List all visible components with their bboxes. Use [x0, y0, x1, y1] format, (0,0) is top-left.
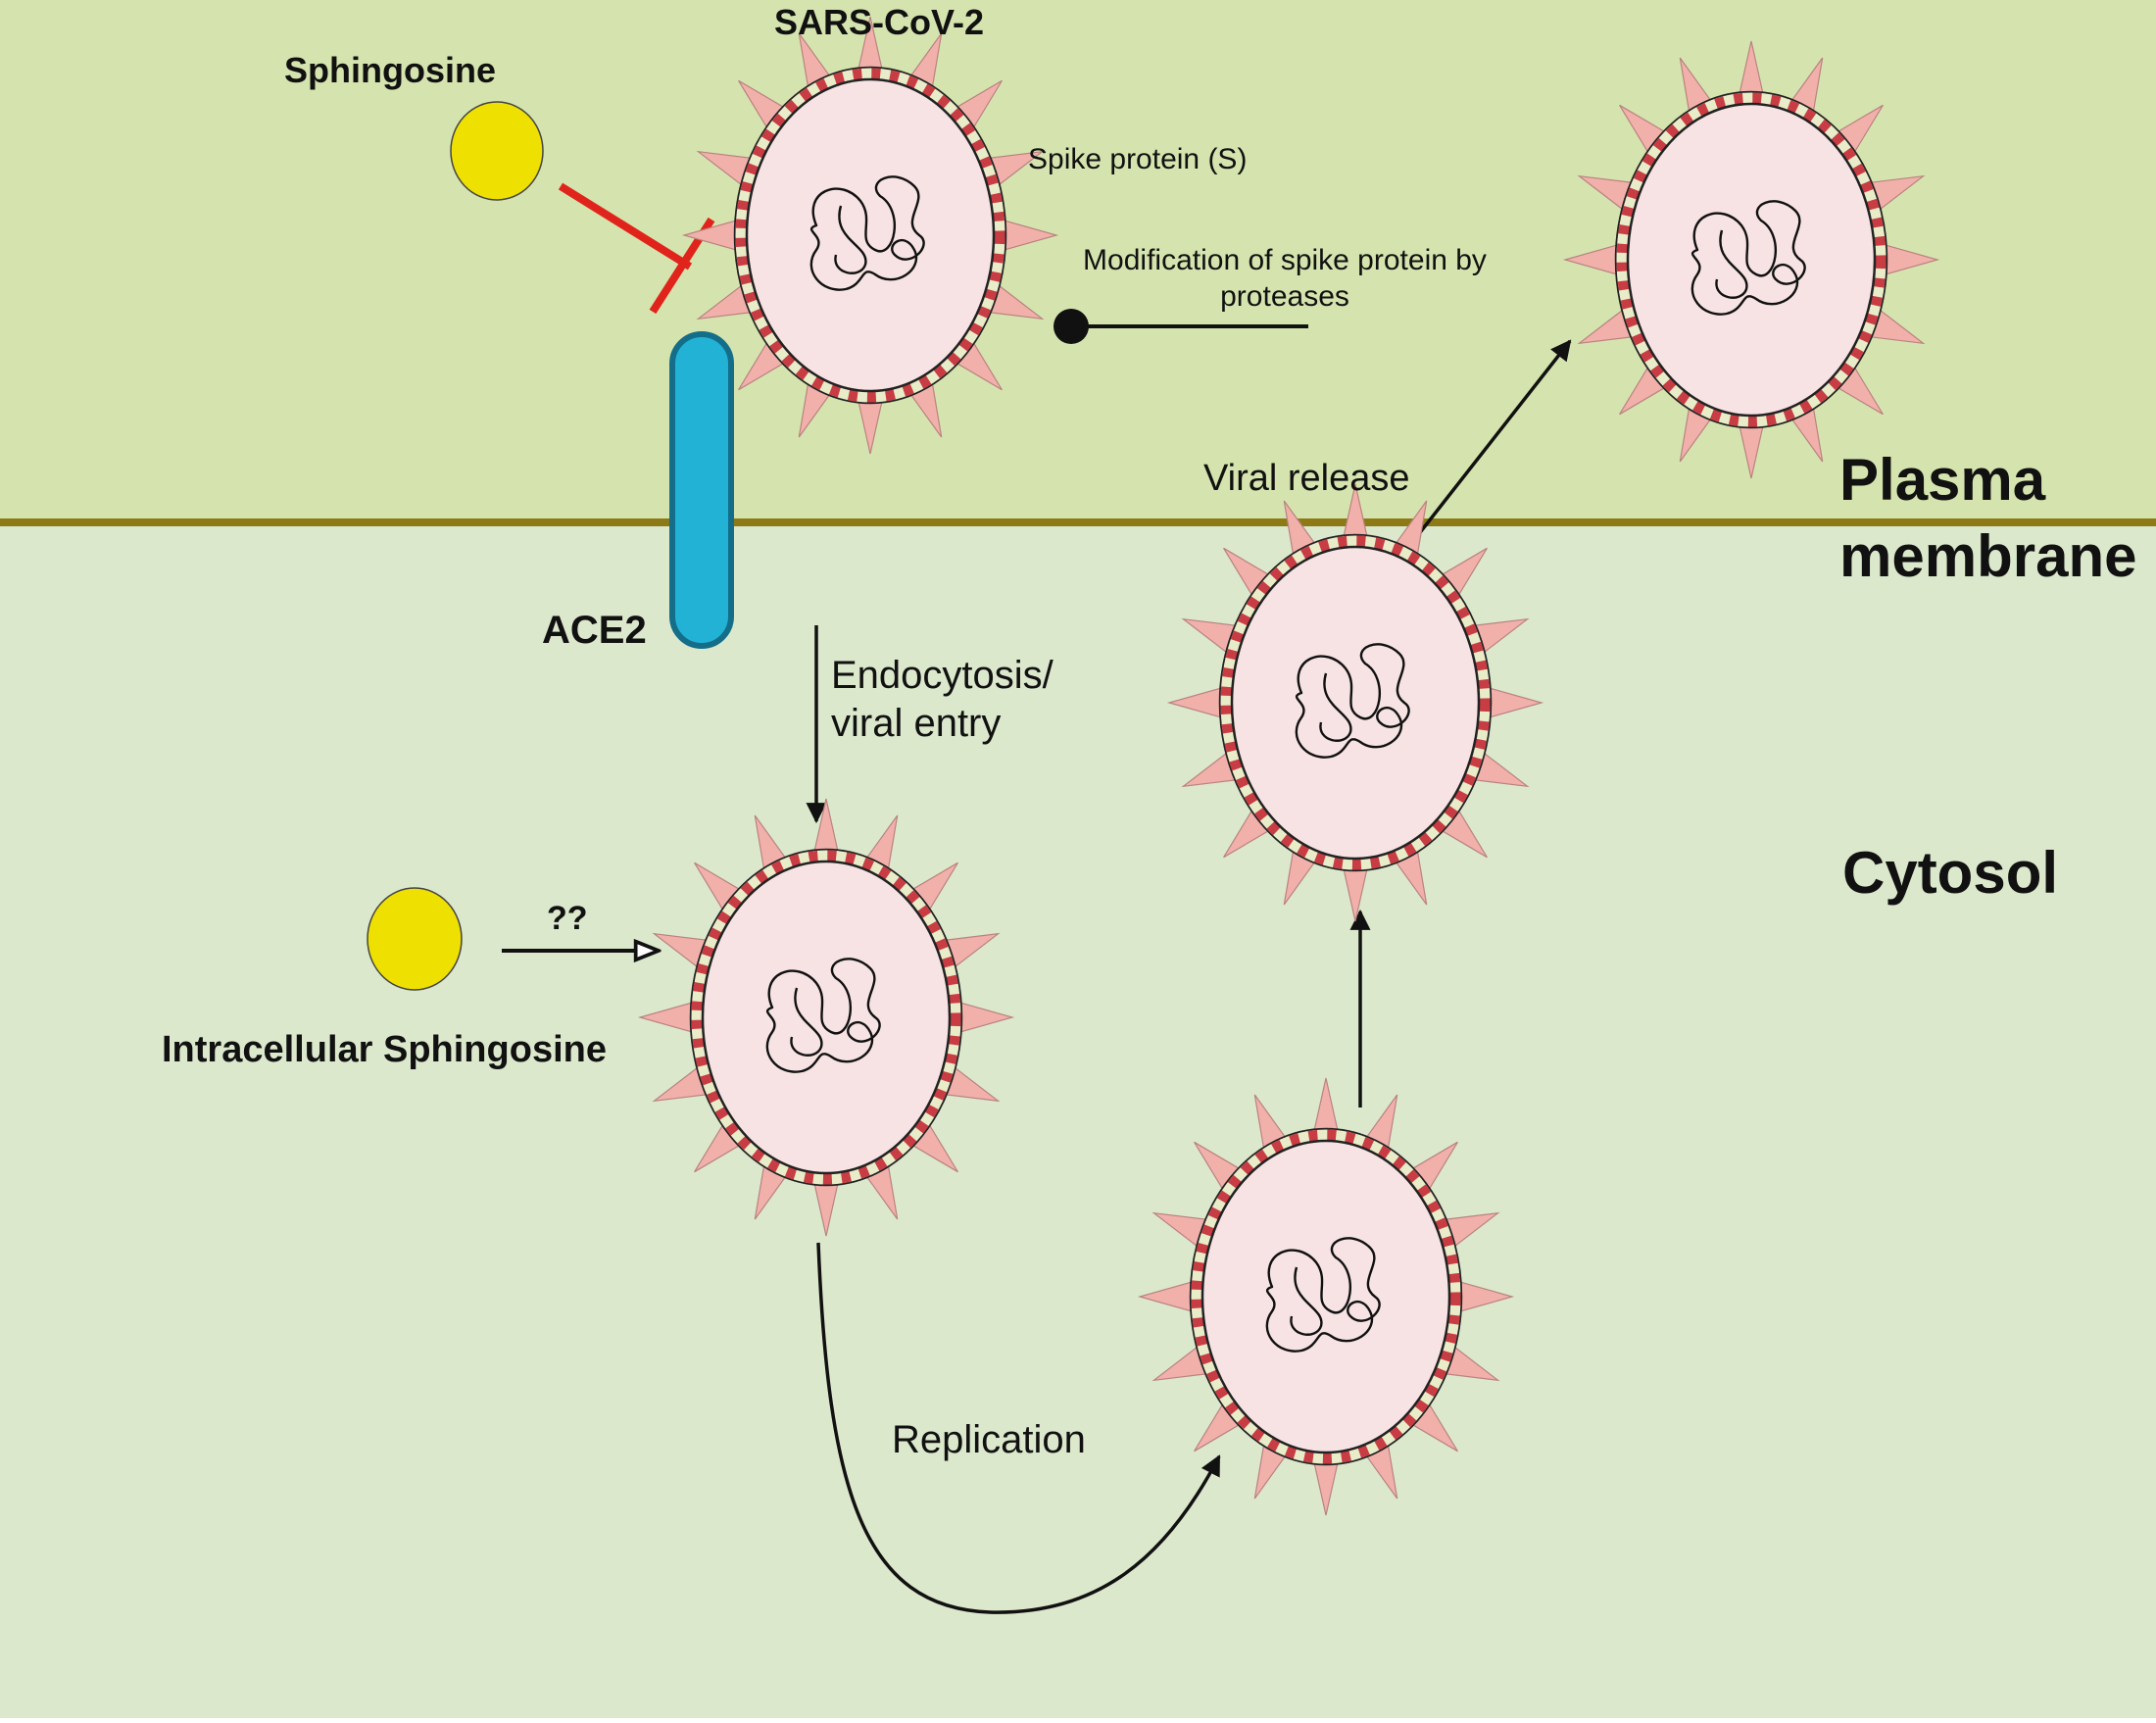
viral-rna-icon [765, 958, 881, 1073]
protease-connector [1054, 309, 1308, 344]
virion-replicated [1137, 1077, 1515, 1516]
plasma-membrane-line [0, 518, 2156, 526]
intracellular-sphingosine-label: Intracellular Sphingosine [162, 1029, 607, 1070]
virion-endocytosed [637, 798, 1015, 1237]
viral-rna-icon [1295, 643, 1410, 759]
sphingosine-molecule-icon [450, 101, 544, 201]
endocytosis-label-line2: viral entry [831, 702, 1001, 745]
intracellular-sphingosine-icon [367, 887, 463, 991]
unknown-effect-label: ?? [547, 900, 588, 937]
cytosol-region [0, 522, 2156, 1718]
spike-protein-label: Spike protein (S) [1028, 143, 1247, 175]
title-sars-cov-2: SARS-CoV-2 [774, 2, 984, 42]
modification-label-line1: Modification of spike protein by [1083, 244, 1487, 276]
viral-rna-icon [1690, 200, 1806, 316]
viral-rna-icon [809, 175, 925, 291]
plasma-membrane-label-line2: membrane [1839, 523, 2136, 589]
replication-label: Replication [892, 1418, 1086, 1461]
endocytosis-label-line1: Endocytosis/ [831, 654, 1054, 697]
plasma-membrane-label-line1: Plasma [1839, 447, 2046, 513]
modification-label-line2: proteases [1220, 280, 1349, 313]
ace2-label: ACE2 [542, 609, 647, 652]
replication-arrow [816, 1242, 1221, 1614]
sphingosine-label: Sphingosine [284, 50, 496, 90]
virion-released [1562, 40, 1940, 479]
spike-protein-icon [637, 798, 1015, 1237]
virion-extracellular-entering [681, 16, 1059, 455]
viral-release-arrow [1401, 339, 1572, 556]
viral-release-label: Viral release [1203, 458, 1410, 499]
ace2-receptor [669, 331, 734, 649]
cytosol-label: Cytosol [1842, 840, 2058, 906]
viral-rna-icon [1265, 1237, 1381, 1353]
virion-assembling [1166, 483, 1544, 922]
